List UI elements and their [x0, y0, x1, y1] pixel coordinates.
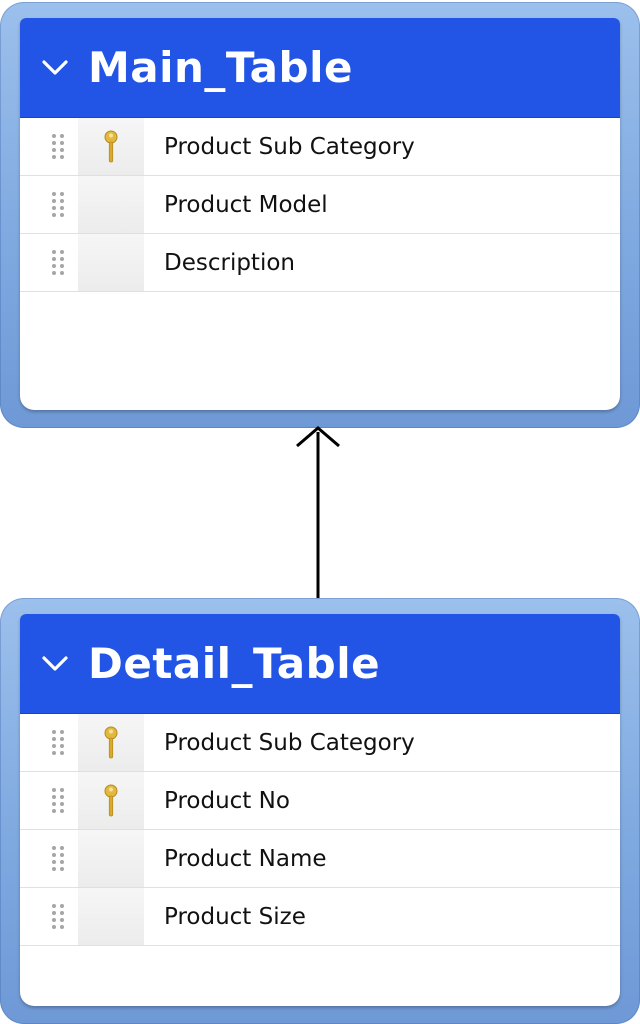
key-icon	[104, 130, 118, 162]
key-cell	[78, 234, 144, 291]
main-table-card: Main_Table Product Sub Category Product …	[0, 2, 640, 428]
drag-handle-icon[interactable]	[52, 904, 66, 929]
key-cell	[78, 888, 144, 945]
field-row[interactable]: Product Sub Category	[20, 118, 620, 176]
key-cell	[78, 176, 144, 233]
key-cell	[78, 772, 144, 829]
field-row[interactable]: Product Sub Category	[20, 714, 620, 772]
drag-handle-icon[interactable]	[52, 250, 66, 275]
field-label: Product No	[164, 787, 290, 814]
key-icon	[104, 726, 118, 758]
drag-handle-icon[interactable]	[52, 134, 66, 159]
arrow-head-icon	[296, 426, 340, 448]
key-icon	[104, 784, 118, 816]
key-cell	[78, 118, 144, 175]
chevron-down-icon[interactable]	[42, 651, 68, 677]
field-row[interactable]: Product Size	[20, 888, 620, 946]
field-row[interactable]: Product No	[20, 772, 620, 830]
detail-table-header[interactable]: Detail_Table	[20, 614, 620, 714]
detail-table-card: Detail_Table Product Sub Category Produc…	[0, 598, 640, 1024]
drag-handle-icon[interactable]	[52, 730, 66, 755]
drag-handle-icon[interactable]	[52, 846, 66, 871]
table-title: Detail_Table	[88, 639, 381, 688]
drag-handle-icon[interactable]	[52, 788, 66, 813]
main-table-header[interactable]: Main_Table	[20, 18, 620, 118]
field-label: Product Size	[164, 903, 306, 930]
chevron-down-icon[interactable]	[42, 55, 68, 81]
field-row[interactable]: Description	[20, 234, 620, 292]
field-label: Product Sub Category	[164, 729, 415, 756]
main-table-body: Main_Table Product Sub Category Product …	[20, 18, 620, 410]
field-label: Description	[164, 249, 295, 276]
field-row[interactable]: Product Model	[20, 176, 620, 234]
field-label: Product Sub Category	[164, 133, 415, 160]
key-cell	[78, 830, 144, 887]
field-row[interactable]: Product Name	[20, 830, 620, 888]
field-label: Product Name	[164, 845, 327, 872]
drag-handle-icon[interactable]	[52, 192, 66, 217]
key-cell	[78, 714, 144, 771]
field-label: Product Model	[164, 191, 328, 218]
detail-table-body: Detail_Table Product Sub Category Produc…	[20, 614, 620, 1006]
table-title: Main_Table	[88, 43, 353, 92]
